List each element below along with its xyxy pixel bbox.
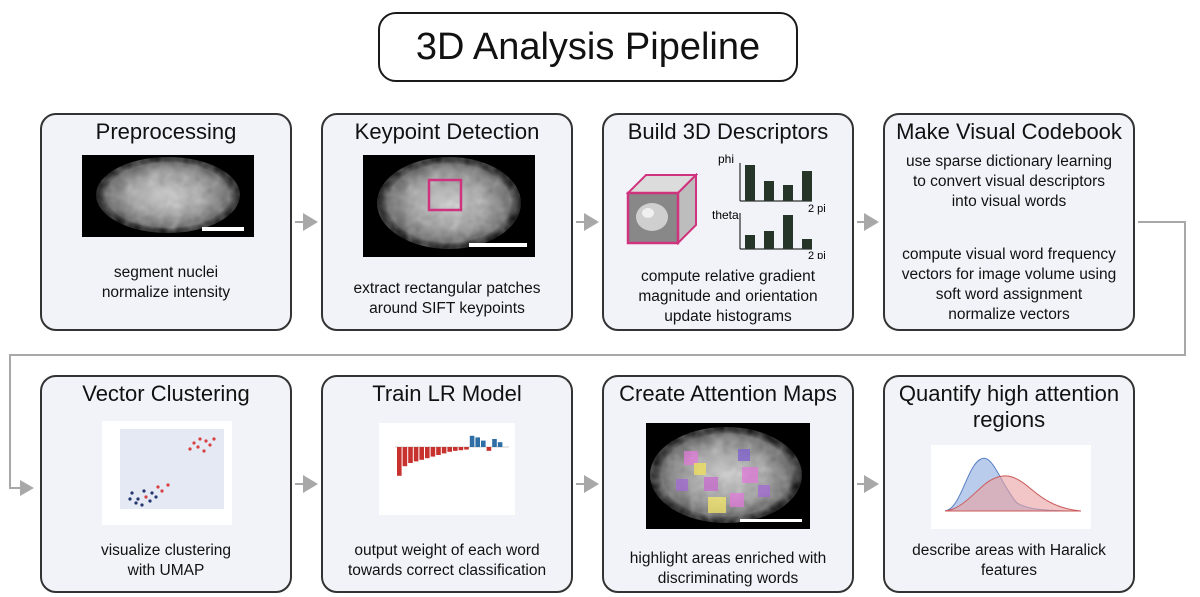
haralick-kde-plot [931, 445, 1091, 529]
step-caption: segment nuclei normalize intensity [101, 264, 231, 301]
theta-bar [764, 231, 774, 249]
lr-weights-chart [379, 423, 515, 515]
lr-weight-bar [447, 447, 452, 452]
lr-weight-bar [464, 447, 469, 450]
step-train-lr: Train LR Model output weight of each wor… [321, 375, 573, 593]
theta-bar [745, 235, 755, 249]
phi-label: phi [718, 152, 734, 166]
theta-bar [783, 215, 793, 249]
axis-end-label: 2 pi [808, 250, 826, 259]
lr-weight-bar [441, 447, 447, 454]
step-build-descriptors: Build 3D Descriptors phi 2 pi theta 2 pi… [602, 113, 854, 331]
lr-weight-bar [497, 442, 503, 447]
axis-end-label: 2 pi [808, 203, 826, 215]
step-caption: describe areas with Haralick features [912, 542, 1106, 579]
step-heading: Vector Clustering [82, 381, 250, 406]
lr-weight-bar [408, 447, 413, 463]
step-preprocessing: Preprocessing segment nuclei normalize i… [40, 113, 292, 331]
lr-weight-bar [469, 435, 475, 447]
step-visual-codebook: Make Visual Codebook use sparse dictiona… [883, 113, 1135, 331]
theta-bar [802, 239, 812, 249]
lr-weight-bar [425, 447, 430, 459]
lr-weight-bar [458, 447, 464, 451]
step-attention-maps: Create Attention Maps highlight areas en… [602, 375, 854, 593]
lr-weight-bar [453, 447, 458, 451]
step-caption: extract rectangular patches around SIFT … [353, 280, 541, 317]
codebook-text: use sparse dictionary learning to conver… [906, 153, 1112, 210]
descriptor-cube [626, 173, 698, 245]
step-heading: Keypoint Detection [354, 119, 540, 144]
umap-plot [102, 421, 232, 525]
pipeline-title: 3D Analysis Pipeline [378, 12, 798, 82]
orientation-histograms: phi 2 pi theta 2 pi [712, 152, 826, 259]
frequency-text: compute visual word frequency vectors fo… [901, 246, 1117, 323]
theta-label: theta [712, 208, 739, 222]
step-heading: Quantify high attention regions [898, 381, 1120, 432]
lr-weight-bar [475, 437, 480, 447]
phi-bar [783, 185, 793, 201]
step-caption: highlight areas enriched with discrimina… [629, 550, 827, 587]
step-heading: Build 3D Descriptors [627, 119, 829, 144]
step-heading: Preprocessing [95, 119, 237, 144]
step-caption: visualize clustering with UMAP [100, 542, 232, 579]
lr-weight-bar [413, 447, 419, 462]
nucleus-image [82, 155, 254, 237]
lr-weight-bar [481, 440, 486, 447]
step-vector-clustering: Vector Clustering visualize clustering w… [40, 375, 292, 593]
step-keypoint-detection: Keypoint Detection extract rectangular p… [321, 113, 573, 331]
step-quantify-attention: Quantify high attention regions describe… [883, 375, 1135, 593]
attention-map-image [646, 423, 810, 529]
step-heading: Train LR Model [372, 381, 522, 406]
lr-weight-bar [397, 447, 402, 476]
lr-weight-bar [486, 447, 492, 451]
step-caption: compute relative gradient magnitude and … [638, 268, 818, 325]
lr-weight-bar [492, 439, 497, 447]
step-heading: Create Attention Maps [619, 381, 837, 406]
lr-weight-bar [419, 447, 424, 460]
phi-bar [802, 171, 812, 201]
lr-weight-bar [402, 447, 408, 467]
step-heading: Make Visual Codebook [896, 119, 1122, 144]
phi-bar [745, 165, 755, 201]
lr-weight-bar [436, 447, 441, 455]
phi-bar [764, 181, 774, 201]
step-caption: output weight of each word towards corre… [347, 542, 547, 579]
keypoint-image [363, 155, 535, 257]
lr-weight-bar [430, 447, 436, 457]
